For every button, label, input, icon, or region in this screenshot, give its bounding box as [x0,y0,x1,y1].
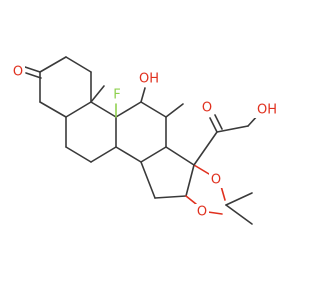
acetonide-oxygen-lower: O [195,204,209,220]
svg-text:F: F [113,88,120,103]
bond [140,161,156,199]
atom-labels: O F OH O OH O O [11,63,280,220]
ketone-oxygen: O [11,63,25,80]
bond [115,146,142,163]
fluorine-atom: F [111,87,123,103]
svg-text:O: O [202,101,212,116]
bond [140,146,167,163]
svg-text:OH: OH [139,72,159,87]
bond [225,192,253,206]
bond [39,101,67,118]
bond [115,101,142,118]
bond [65,101,92,118]
side-chain-carbonyl-oxygen: O [200,100,214,116]
bond [214,114,223,130]
bond [154,195,187,199]
bond [90,146,117,163]
bond [39,56,67,73]
bond [25,72,42,79]
svg-text:O: O [197,205,207,220]
bond [209,117,218,133]
bond [165,146,195,166]
bond [140,101,167,118]
svg-text:OH: OH [257,103,277,118]
hydroxyl-11: OH [136,71,162,87]
bond [185,195,197,205]
side-chain-hydroxyl: OH [254,102,280,118]
bond [216,125,249,133]
bond [65,56,92,73]
acetonide-oxygen-upper: O [209,172,223,188]
svg-text:O: O [211,173,221,188]
bond [220,185,226,201]
bond [185,164,195,197]
bond [140,87,146,103]
molecule-structure: O F OH O OH O O [11,56,280,225]
bond [90,85,105,103]
bond [65,146,92,163]
bond [24,66,41,73]
bond [193,131,218,166]
bond [193,164,210,175]
bond-lines [24,56,259,225]
bond [207,211,223,215]
svg-text:O: O [13,65,23,80]
bond [90,101,117,118]
bond [165,103,184,118]
bond [225,204,253,225]
